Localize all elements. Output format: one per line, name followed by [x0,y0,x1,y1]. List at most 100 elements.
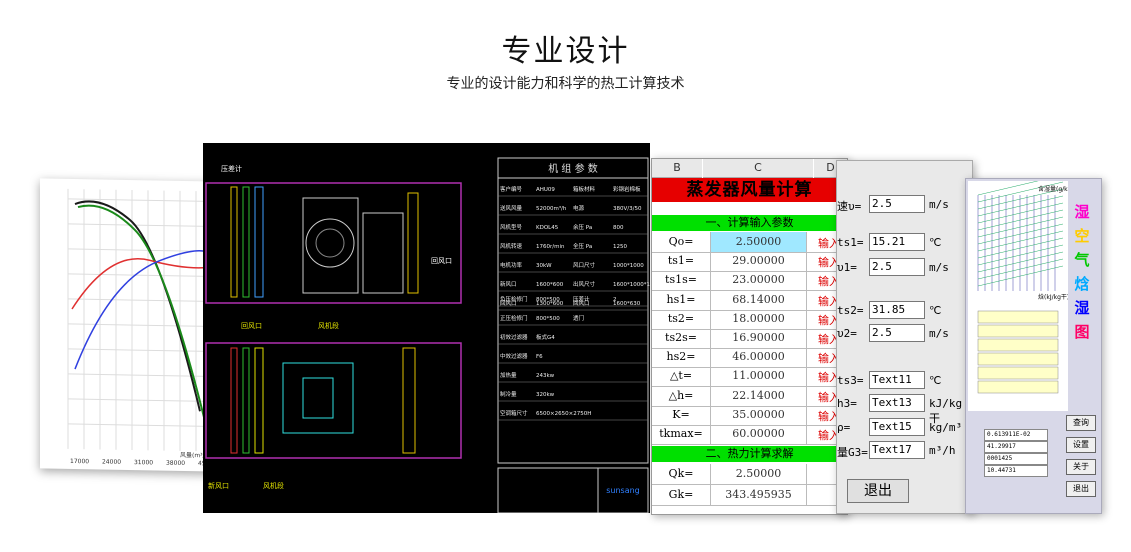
cad-table-cell: 风机转速 [500,242,523,250]
cad-table-cell: 新风口 [500,280,517,288]
excel-row-label: tkmax= [659,427,703,440]
cad-table-cell: 1300*600 [536,301,564,307]
excel-section-result: 二、热力计算求解 [652,446,847,462]
cad-damper-lower [402,347,416,454]
cad-table-title: 机 组 参 数 [548,162,598,175]
excel-row-value[interactable]: 29.00000 [710,251,807,272]
vb-field-label: ts1= [837,236,864,249]
psychro-title-char: 焓 [1074,275,1090,293]
vb-text-input[interactable]: Text11 [869,371,925,389]
excel-input-link[interactable]: 输入 [818,333,840,346]
cad-table-cell: 1600*630 [613,301,641,307]
cad-filter-upper-1 [230,186,238,298]
psychro-button[interactable]: 查询 [1066,415,1096,431]
vb-field-label: h3= [837,397,857,410]
vb-text-input[interactable]: 31.85 [869,301,925,319]
excel-row-value[interactable]: 22.14000 [710,385,807,406]
cad-table-cell: 1600*600 [536,282,564,288]
vb-field-row: ts3=Text11℃ [837,371,972,393]
vb-text-input[interactable]: 2.5 [869,258,925,276]
psychro-axis-side: 焓(kJ/kg干) [1038,293,1068,301]
excel-input-link[interactable]: 输入 [818,429,840,442]
excel-input-link[interactable]: 输入 [818,390,840,404]
excel-row: ts1s= 23.00000 输入 [652,270,847,292]
excel-input-link[interactable]: 输入 [818,275,840,289]
psychro-readout: 10.44731 [984,465,1048,477]
vb-text-input[interactable]: 15.21 [869,233,925,251]
excel-row-value[interactable]: 2.50000 [710,232,807,252]
vb-text-input[interactable]: 2.5 [869,324,925,342]
cad-coil-upper [254,186,264,298]
excel-input-link[interactable]: 输入 [818,313,840,327]
excel-row: tkmax= 60.00000 输入 [652,424,847,445]
cad-table-cell: 800*500 [536,297,560,303]
cad-table-cell: 800*500 [536,316,560,322]
excel-row-value[interactable]: 18.00000 [710,308,807,329]
cad-logo: sunsang [606,486,640,495]
cad-filter-lower-2 [242,347,250,454]
cad-table-cell: 初效过滤器 [500,333,528,341]
excel-row-label: ts1s= [665,273,697,287]
vb-field-row: ts2=31.85℃ [837,301,972,323]
excel-row-value[interactable]: 11.00000 [710,366,807,387]
excel-result-row: Gk=343.495935 [652,485,847,506]
excel-input-link[interactable]: 输入 [818,371,840,385]
psychro-button[interactable]: 退出 [1066,481,1096,497]
excel-result-label: Gk= [668,488,694,501]
cad-table-cell: KDOL45 [536,225,559,231]
cad-table-cell: 风机型号 [500,223,523,231]
cad-table-cell: 负压检修门 [500,295,528,303]
psychro-button[interactable]: 设置 [1066,437,1096,453]
psychro-button[interactable]: 关于 [1066,459,1096,475]
excel-input-link[interactable]: 输入 [818,237,840,250]
cad-table-cell: 风口尺寸 [573,261,596,269]
psychro-title-char: 湿 [1074,203,1090,221]
psychro-readout: 41.29917 [984,441,1048,453]
excel-row-value[interactable]: 23.00000 [710,270,807,291]
excel-row-label: ts2s= [665,331,697,344]
excel-row-value[interactable]: 35.00000 [710,404,807,425]
cad-table-cell: 1000*1000 [613,263,644,269]
excel-section-input: 一、计算输入参数 [652,215,847,231]
cad-label-6: 回风口 [431,257,452,265]
excel-row-value[interactable]: 46.00000 [710,347,807,368]
vb-field-unit: m/s [929,327,949,340]
excel-input-link[interactable]: 输入 [818,352,840,366]
exit-button[interactable]: 退出 [847,479,909,503]
vb-field-label: 量G3= [837,446,868,459]
vb-text-input[interactable]: 2.5 [869,195,925,213]
fan-chart-x-tick: 31000 [134,459,153,466]
cad-table-cell: 箱板材料 [573,185,596,193]
cad-table-cell: 余压 Pa [573,223,592,231]
cad-table-cell: F6 [536,354,543,360]
cad-table-cell: 压差计 [573,295,590,303]
excel-row-label: K= [672,407,690,421]
vb-text-input[interactable]: Text13 [869,394,925,412]
excel-row-value[interactable]: 16.90000 [710,328,807,348]
cad-table-cell: 1760r/min [536,244,565,250]
excel-input-link[interactable]: 输入 [818,409,840,423]
cad-table-frame [497,157,649,464]
vb-text-input[interactable]: Text15 [869,418,925,436]
psychro-readout: 0001425 [984,453,1048,465]
excel-row: △h= 22.14000 输入 [652,385,847,407]
vb-field-unit: m³/h [929,444,956,457]
excel-input-link[interactable]: 输入 [818,294,840,308]
excel-row-value[interactable]: 60.00000 [710,424,807,444]
cad-fan-wheel [305,218,355,268]
cad-table-cell: 送风风量 [500,204,523,212]
excel-row-value[interactable]: 68.14000 [710,289,807,310]
excel-row: K= 35.00000 输入 [652,404,847,426]
cad-fan-housing [302,197,359,294]
excel-row-label: △h= [668,388,694,402]
cad-table-cell: 回风口 [500,300,517,307]
vb-text-input[interactable]: Text17 [869,441,925,459]
cad-label-3: 新风口 [208,481,229,490]
excel-input-link[interactable]: 输入 [818,256,840,270]
